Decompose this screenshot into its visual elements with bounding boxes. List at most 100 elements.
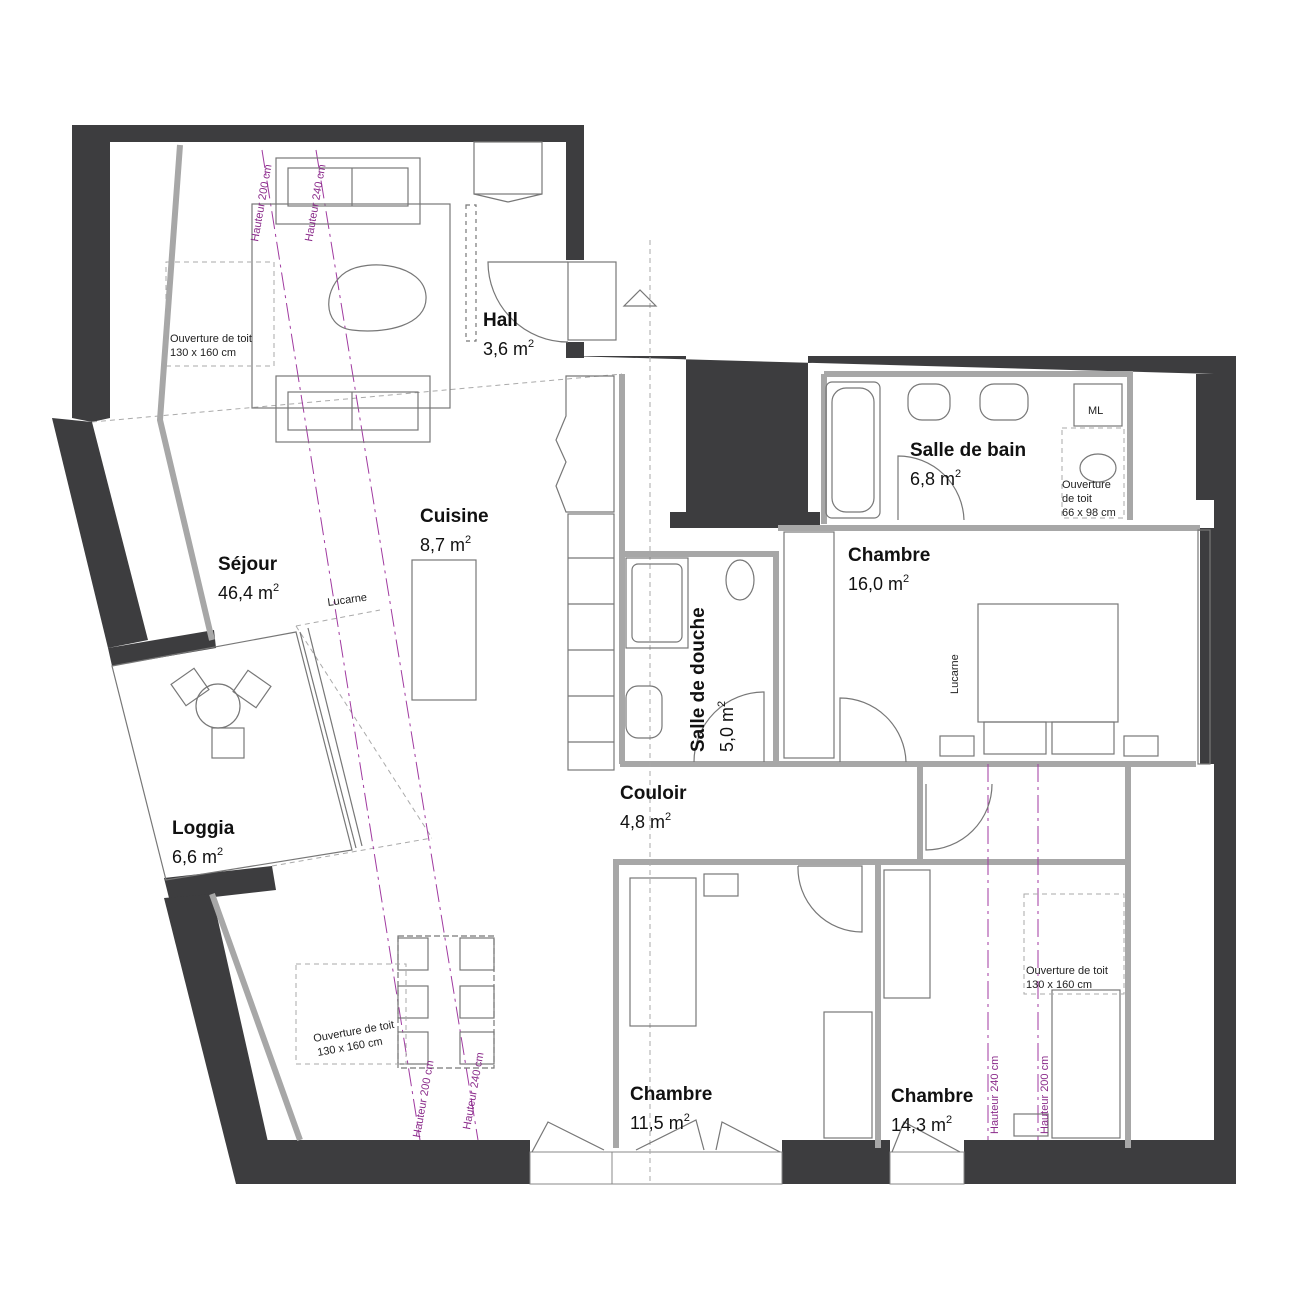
single-bed-chambre-2 xyxy=(629,877,697,1027)
bathroom-door[interactable] xyxy=(897,455,965,521)
roof-opening-dining xyxy=(295,963,407,1065)
wall-east xyxy=(1200,356,1236,1182)
chambre-1-window xyxy=(1197,529,1211,765)
nightstand-right xyxy=(1123,735,1159,757)
room-name-sejour: Séjour xyxy=(218,554,278,575)
exterior-walls xyxy=(52,125,1236,1184)
wall-loggia-south xyxy=(164,866,276,902)
shower xyxy=(625,557,689,649)
wall-hall-east xyxy=(566,142,584,358)
room-name-chambre-2: Chambre xyxy=(630,1084,712,1105)
room-name-loggia: Loggia xyxy=(172,818,235,839)
wall-loggia-north xyxy=(108,630,216,666)
single-bed-chambre-3 xyxy=(1051,989,1121,1139)
guide-lines xyxy=(91,240,651,1184)
height-240-sejour: Hauteur 240 cm xyxy=(303,163,328,242)
bathtub xyxy=(825,381,881,519)
room-area-salle-de-douche: 5,0 m2 xyxy=(716,701,737,752)
entrance-marker-icon xyxy=(622,289,658,307)
height-200-sejour: Hauteur 200 cm xyxy=(249,163,274,242)
entrance-door-frame xyxy=(567,261,617,341)
room-name-couloir: Couloir xyxy=(620,783,687,804)
room-name-salle-de-douche: Salle de douche xyxy=(688,607,709,752)
note-roof-opening-chambre-3: Ouverture de toit xyxy=(1026,965,1108,977)
note-size-chambre-3: 130 x 160 cm xyxy=(1026,979,1092,991)
roof-opening-chambre-3 xyxy=(1023,893,1125,995)
hall-door[interactable] xyxy=(487,261,569,343)
room-name-hall: Hall xyxy=(483,310,518,331)
wc-bathroom xyxy=(1079,453,1117,483)
sofa-top xyxy=(275,157,421,225)
south-windows xyxy=(529,1151,965,1185)
kitchen-furniture xyxy=(411,375,615,771)
window-chambre-3 xyxy=(889,1151,965,1185)
height-200-dining: Hauteur 200 cm xyxy=(411,1059,436,1138)
radiator xyxy=(465,204,477,342)
chambre-3-door[interactable] xyxy=(925,783,993,851)
wardrobe-chambre-1 xyxy=(783,531,835,759)
note-roof-opening-sejour: Ouverture de toit xyxy=(170,333,252,345)
roof-opening-bathroom xyxy=(1061,427,1125,519)
kitchen-island xyxy=(411,559,477,701)
room-area-couloir: 4,8 m2 xyxy=(620,811,671,832)
dining-table xyxy=(397,935,495,1069)
coffee-table xyxy=(328,264,427,332)
washbasin-1 xyxy=(907,383,951,421)
nightstand-chambre-2 xyxy=(703,873,739,897)
chambre-3-furniture xyxy=(883,783,1125,1153)
note-ouverture-bathroom: Ouverture xyxy=(1062,479,1111,491)
wardrobe xyxy=(473,141,543,195)
height-240-chambre-3: Hauteur 240 cm xyxy=(989,1056,1001,1134)
chambre-1-door[interactable] xyxy=(839,697,907,763)
wall-north-middle xyxy=(566,356,1236,512)
chambre-2-door[interactable] xyxy=(797,865,863,933)
room-name-chambre-3: Chambre xyxy=(891,1086,973,1107)
sink-shower-room xyxy=(625,685,663,739)
double-bed xyxy=(977,603,1119,723)
room-name-salle-de-bain: Salle de bain xyxy=(910,440,1026,461)
room-label-salle-de-douche: Salle de douche 5,0 m2 xyxy=(688,607,737,752)
wall-south xyxy=(236,1140,1236,1184)
note-size-sejour: 130 x 160 cm xyxy=(170,347,236,359)
room-name-chambre-1: Chambre xyxy=(848,545,930,566)
room-area-cuisine: 8,7 m2 xyxy=(420,534,471,555)
washing-machine xyxy=(1073,383,1123,427)
wardrobe-chambre-2 xyxy=(823,1011,873,1139)
room-area-hall: 3,6 m2 xyxy=(483,338,534,359)
sejour-furniture xyxy=(165,141,658,443)
chambre-2-furniture xyxy=(531,865,873,1153)
roof-opening-sejour xyxy=(165,261,275,367)
nightstand-chambre-3 xyxy=(1013,1113,1049,1137)
wc-shower-room xyxy=(725,559,755,601)
labels: Hall 3,6 m2 Cuisine 8,7 m2 Séjour 46,4 m… xyxy=(172,310,1026,1135)
note-lucarne-sejour: Lucarne xyxy=(327,592,368,609)
sofa-bottom xyxy=(275,375,431,443)
ml-label: ML xyxy=(1088,405,1103,417)
kitchen-tall-cabinets xyxy=(555,375,615,513)
kitchen-counter xyxy=(567,513,615,771)
inner-walls xyxy=(156,144,1200,1148)
room-area-chambre-2: 11,5 m2 xyxy=(630,1112,690,1133)
wall-bathroom-south xyxy=(670,512,820,528)
chambre-1-furniture xyxy=(783,529,1211,765)
dining-furniture xyxy=(295,935,495,1069)
height-lines xyxy=(261,149,1039,1141)
wall-west-upper xyxy=(52,418,148,648)
washbasin-2 xyxy=(979,383,1029,421)
note-size-bathroom: 66 x 98 cm xyxy=(1062,507,1116,519)
note-de-toit-bathroom: de toit xyxy=(1062,493,1092,505)
bathroom-fixtures xyxy=(825,381,1125,521)
loggia-furniture xyxy=(111,627,363,881)
wardrobe-chambre-3 xyxy=(883,869,931,999)
shower-room-fixtures xyxy=(625,557,765,763)
room-area-salle-de-bain: 6,8 m2 xyxy=(910,468,961,489)
room-name-cuisine: Cuisine xyxy=(420,506,489,527)
wall-north-west xyxy=(72,125,584,422)
nightstand-left xyxy=(939,735,975,757)
shower-room-door[interactable] xyxy=(693,691,765,763)
window-chambre-2 xyxy=(529,1151,783,1185)
note-lucarne-chambre-1: Lucarne xyxy=(949,654,961,694)
room-area-sejour: 46,4 m2 xyxy=(218,582,279,603)
loggia-floor xyxy=(111,631,353,881)
